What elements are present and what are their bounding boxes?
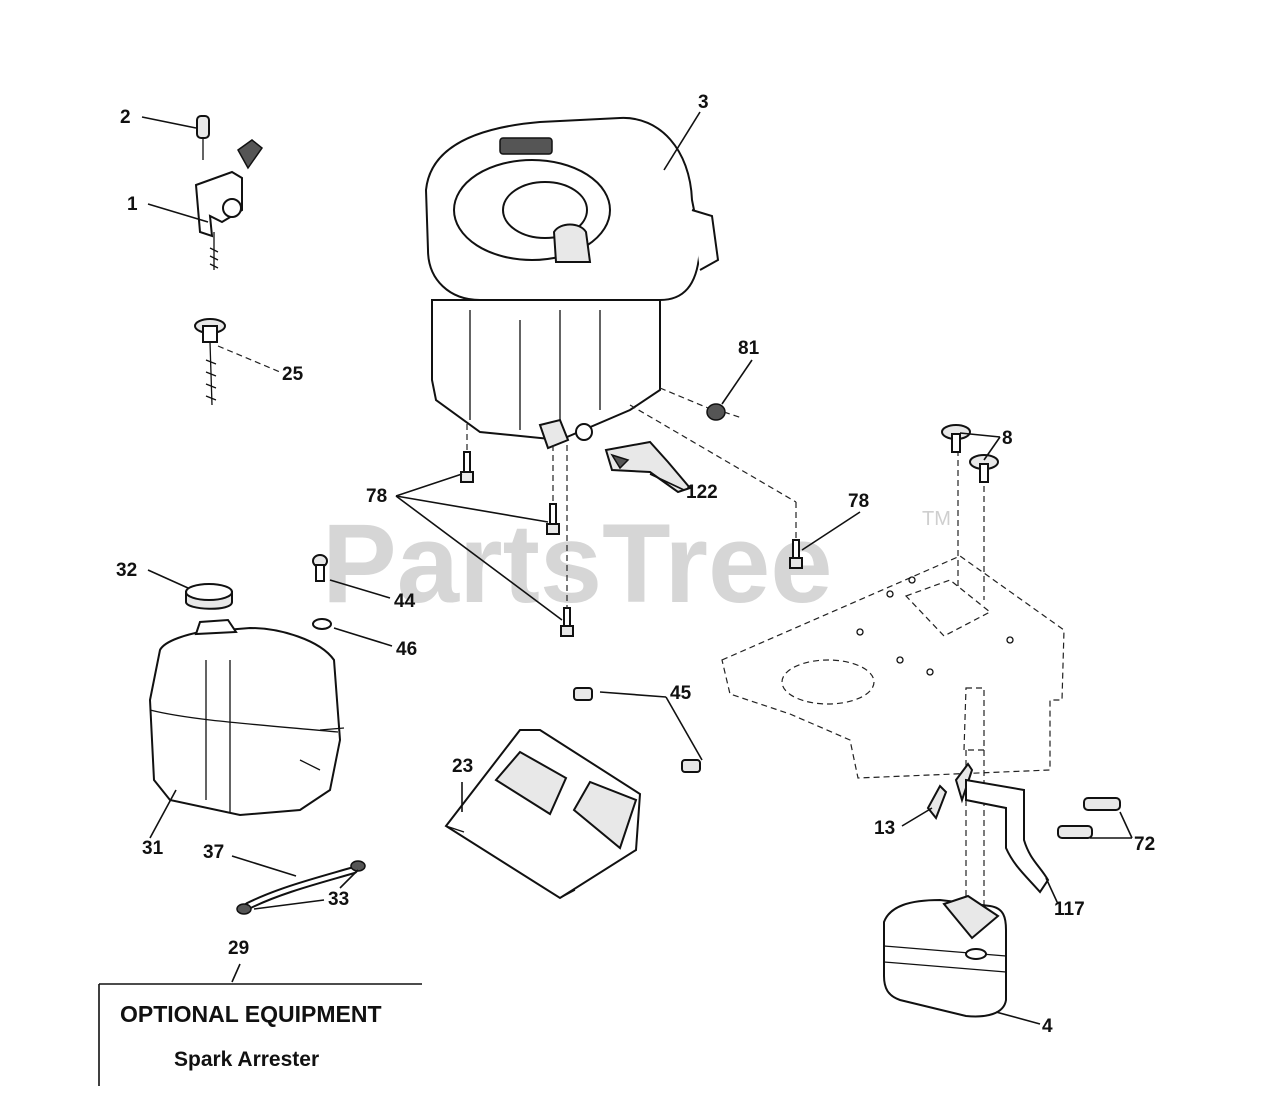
- watermark-text: PartsTree: [322, 501, 833, 626]
- optional-equipment-item: Spark Arrester: [174, 1048, 319, 1071]
- fuel-tank-part: [148, 583, 345, 817]
- part-label: 44: [394, 591, 416, 612]
- part-label: 81: [738, 338, 760, 359]
- part-label: 72: [1134, 834, 1155, 855]
- part-label: 46: [396, 639, 417, 660]
- part-label: 37: [203, 842, 224, 863]
- throttle-control-part: [194, 115, 264, 270]
- choke-cable-part: [194, 318, 226, 406]
- part-label: 23: [452, 756, 473, 777]
- part-label: 32: [116, 560, 137, 581]
- optional-equipment-box: OPTIONAL EQUIPMENT Spark Arrester: [98, 983, 422, 1086]
- part-label: 78: [848, 491, 869, 512]
- watermark-trademark: TM: [922, 508, 951, 530]
- part-label: 2: [120, 107, 131, 128]
- fuel-line-part: [236, 860, 366, 915]
- heat-shield-part: [444, 687, 701, 900]
- part-labels: 2 1 3 25 81 8 78 78 122 32 44 46 45 23 3…: [116, 92, 1155, 1037]
- part-label: 8: [1002, 428, 1013, 449]
- part-label: 117: [1054, 899, 1085, 920]
- part-label: 45: [670, 683, 692, 704]
- optional-equipment-title: OPTIONAL EQUIPMENT: [120, 1001, 382, 1027]
- nut-part: [706, 403, 726, 421]
- engine-part: [424, 116, 720, 450]
- exhaust-part: [883, 762, 1121, 1018]
- watermark: PartsTree TM: [322, 501, 951, 626]
- part-label: 29: [228, 938, 249, 959]
- leader-lines: [141, 111, 1133, 1025]
- part-label: 122: [686, 482, 718, 503]
- part-label: 25: [282, 364, 304, 385]
- part-label: 4: [1042, 1016, 1053, 1037]
- part-label: 31: [142, 838, 164, 859]
- screw-washer-part: [312, 554, 332, 630]
- part-label: 33: [328, 889, 349, 910]
- part-label: 13: [874, 818, 895, 839]
- deck-screws-part: [941, 424, 999, 483]
- engine-guide-lines: [466, 387, 797, 608]
- part-label: 1: [127, 194, 138, 215]
- part-label: 78: [366, 486, 387, 507]
- engine-deck-part: [721, 450, 1065, 940]
- part-label: 3: [698, 92, 709, 113]
- shield-part: [604, 440, 692, 494]
